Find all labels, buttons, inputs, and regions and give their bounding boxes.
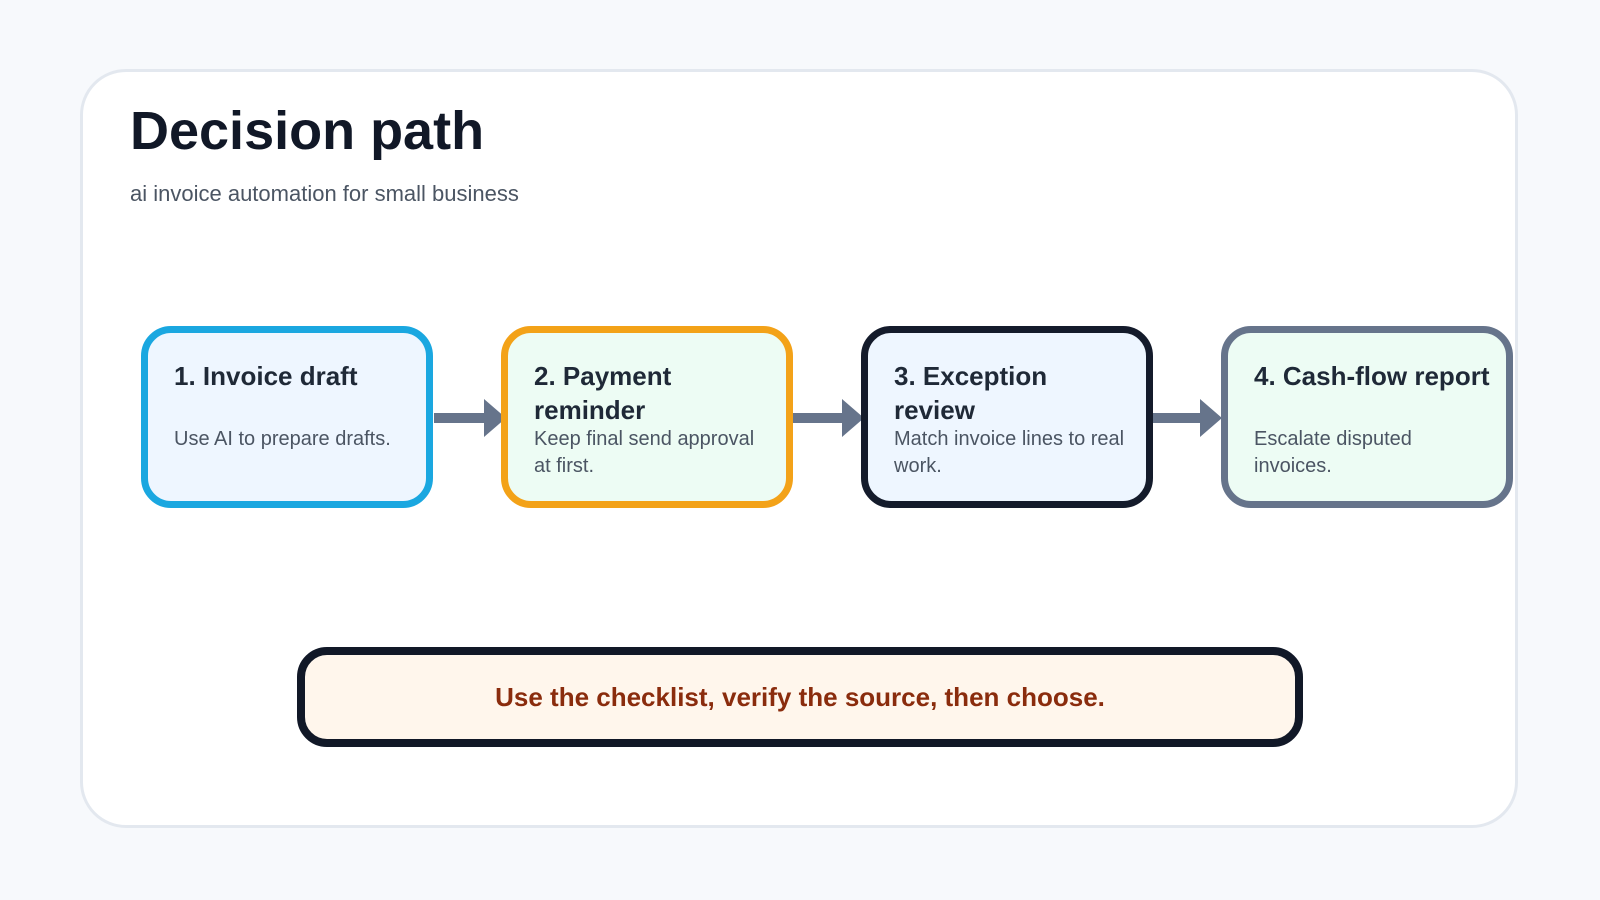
step-exception-review: 3. Exception review Match invoice lines … xyxy=(861,326,1153,508)
connector-arrow-shaft xyxy=(792,413,844,423)
connector-arrow-head xyxy=(842,399,864,437)
step-payment-reminder: 2. Payment reminder Keep final send appr… xyxy=(501,326,793,508)
page-title: Decision path xyxy=(130,101,485,161)
step-description: Match invoice lines to real work. xyxy=(894,428,1125,477)
step-title: 3. Exception review xyxy=(894,361,1048,425)
step-title: 2. Payment reminder xyxy=(534,361,672,425)
step-cash-flow-report: 4. Cash-flow report Escalate disputed in… xyxy=(1221,326,1513,508)
connector-arrow-3 xyxy=(1150,399,1222,437)
step-invoice-draft: 1. Invoice draft Use AI to prepare draft… xyxy=(141,326,433,508)
connector-arrow-shaft xyxy=(434,413,486,423)
step-description: Escalate disputed invoices. xyxy=(1254,428,1412,477)
step-title: 1. Invoice draft xyxy=(174,361,358,391)
connector-arrow-1 xyxy=(434,399,506,437)
step-title: 4. Cash-flow report xyxy=(1254,361,1490,391)
page-subtitle: ai invoice automation for small business xyxy=(130,181,519,206)
connector-arrow-head xyxy=(484,399,506,437)
step-description: Use AI to prepare drafts. xyxy=(174,428,391,450)
callout-text: Use the checklist, verify the source, th… xyxy=(495,681,1105,712)
connector-arrow-2 xyxy=(792,399,864,437)
step-description: Keep final send approval at first. xyxy=(534,428,755,477)
connector-arrow-shaft xyxy=(1150,413,1202,423)
connector-arrow-head xyxy=(1200,399,1222,437)
callout-box: Use the checklist, verify the source, th… xyxy=(297,647,1303,747)
